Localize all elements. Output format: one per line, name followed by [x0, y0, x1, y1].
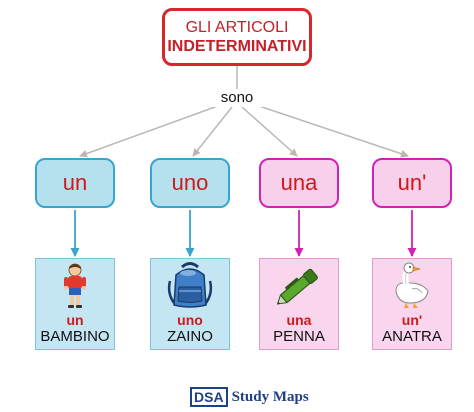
example-article-una: una [286, 312, 312, 328]
brand-footer: DSA Study Maps [190, 386, 309, 408]
linker-label: sono [211, 89, 263, 107]
arrow-to-una [241, 106, 298, 157]
arrow-to-unapos [249, 102, 409, 158]
backpack-icon [167, 262, 213, 308]
child-icon [64, 263, 86, 308]
article-box-un: un [35, 158, 115, 208]
example-box-zaino: uno ZAINO [150, 258, 230, 350]
example-box-anatra: un' ANATRA [372, 258, 452, 350]
article-box-uno: uno [150, 158, 230, 208]
pen-icon [276, 268, 318, 305]
title-box: GLI ARTICOLI INDETERMINATIVI [162, 8, 312, 66]
example-box-penna: una PENNA [259, 258, 339, 350]
example-box-bambino: un BAMBINO [35, 258, 115, 350]
arrow-to-uno [192, 106, 233, 157]
example-noun-penna: PENNA [273, 328, 325, 345]
example-article-un: un [66, 312, 84, 328]
example-noun-bambino: BAMBINO [40, 328, 110, 345]
example-article-un-apostrophe: un' [401, 312, 423, 328]
example-article-uno: uno [177, 312, 203, 328]
dsa-logo: DSA [190, 387, 228, 407]
article-box-un-apostrophe: un' [372, 158, 452, 208]
title-line-1: GLI ARTICOLI [185, 19, 289, 36]
example-noun-anatra: ANATRA [382, 328, 442, 345]
title-line-2: INDETERMINATIVI [167, 38, 307, 55]
example-noun-zaino: ZAINO [167, 328, 213, 345]
duck-icon [395, 262, 429, 308]
arrow-to-un [79, 102, 227, 158]
article-box-una: una [259, 158, 339, 208]
brand-text: Study Maps [231, 388, 309, 405]
